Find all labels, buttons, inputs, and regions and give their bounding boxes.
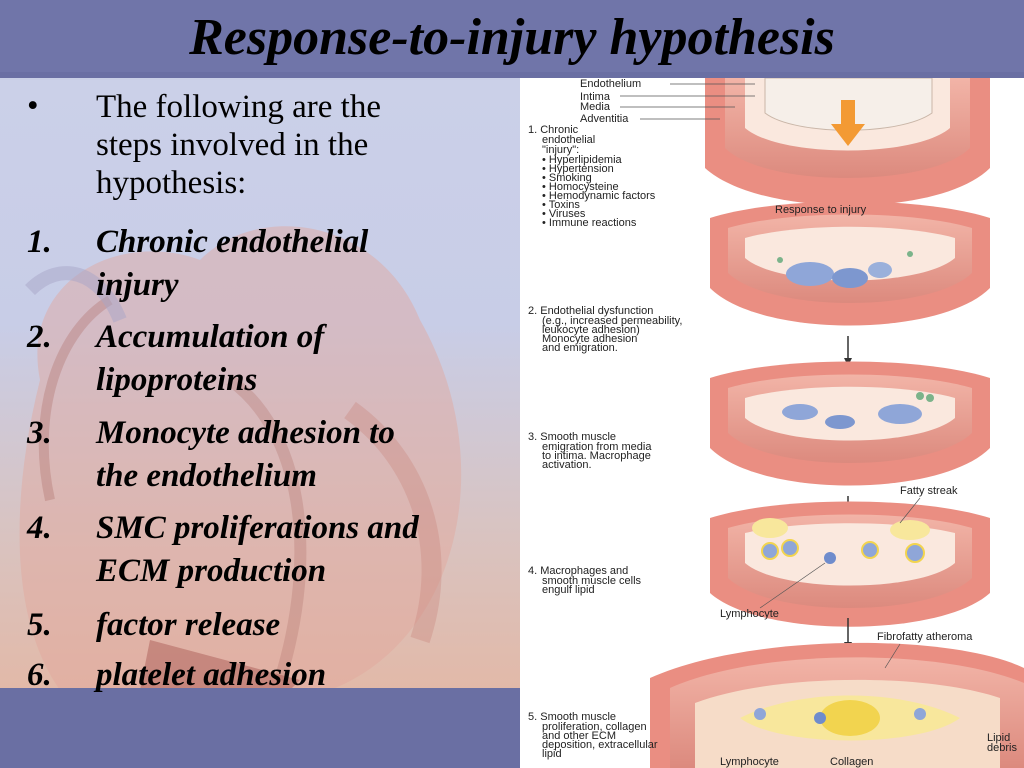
step-number-6: 6.: [27, 657, 52, 693]
stage5-line-5: lipid: [542, 748, 562, 760]
step-number-5: 5.: [27, 607, 52, 643]
vessel-stage-2: [710, 201, 990, 326]
step-1-line-2: injury: [96, 267, 179, 303]
stage4-line-2: smooth muscle cells: [542, 575, 642, 587]
stage1-line-6: • Smoking: [542, 172, 592, 184]
step-2-line-1: Accumulation of: [96, 319, 325, 355]
stage5-line-1: 5. Smooth muscle: [528, 711, 616, 723]
stage3-line-2: emigration from media: [542, 441, 652, 453]
label-endothelium: Endothelium: [580, 78, 641, 90]
stage5-line-4: deposition, extracellular: [542, 739, 658, 751]
step-5-line-1: factor release: [96, 607, 281, 643]
stage2-line-2: (e.g., increased permeability,: [542, 315, 682, 327]
vessel-stage-4: [710, 501, 990, 627]
lipid-debris-label-line-2: debris: [987, 742, 1017, 754]
label-intima: Intima: [580, 91, 611, 103]
atherosclerosis-figure: Endothelium Intima Media Adventitia 1. C…: [520, 77, 1024, 768]
stage2-line-5: and emigration.: [542, 342, 618, 354]
lymphocyte-label-stage5: Lymphocyte: [720, 756, 779, 768]
stage1-line-10: • Viruses: [542, 208, 586, 220]
stage5-line-2: proliferation, collagen: [542, 721, 647, 733]
stage1-line-1: 1. Chronic: [528, 124, 579, 136]
stage3-line-3: to intima. Macrophage: [542, 450, 651, 462]
stage1-line-11: • Immune reactions: [542, 217, 637, 229]
stage1-line-5: • Hypertension: [542, 163, 614, 175]
heart-background-image: [19, 226, 462, 690]
stage1-line-7: • Homocysteine: [542, 181, 619, 193]
step-number-3: 3.: [27, 415, 52, 451]
bullet-marker: •: [27, 88, 39, 124]
slide-title: Response-to-injury hypothesis: [189, 9, 835, 66]
stage1-line-8: • Hemodynamic factors: [542, 190, 656, 202]
injury-arrow-icon: [831, 100, 865, 146]
stage1-line-4: • Hyperlipidemia: [542, 154, 623, 166]
label-media: Media: [580, 101, 611, 113]
vessel-stage-3: [710, 361, 990, 486]
step-1-line-1: Chronic endothelial: [96, 224, 369, 260]
stage3-line-4: activation.: [542, 459, 592, 471]
stage4-line-1: 4. Macrophages and: [528, 565, 628, 577]
stage1-line-3: "injury":: [542, 144, 579, 156]
intro-line-1: The following are the: [96, 89, 381, 125]
response-to-injury-label: Response to injury: [775, 204, 867, 216]
stage2-line-4: Monocyte adhesion: [542, 333, 637, 345]
lipid-debris-label-line-1: Lipid: [987, 732, 1010, 744]
title-bar: [0, 0, 1024, 78]
step-number-4: 4.: [27, 510, 52, 546]
step-2-line-2: lipoproteins: [96, 362, 258, 398]
step-4-line-2: ECM production: [96, 553, 327, 589]
vessel-stage-5: [650, 642, 1024, 768]
intro-line-2: steps involved in the: [96, 127, 369, 163]
intro-line-3: hypothesis:: [96, 165, 247, 201]
step-number-1: 1.: [27, 224, 52, 260]
lymphocyte-label-stage4: Lymphocyte: [720, 608, 779, 620]
stage1-line-9: • Toxins: [542, 199, 580, 211]
step-4-line-1: SMC proliferations and: [96, 510, 419, 546]
label-adventitia: Adventitia: [580, 113, 629, 125]
step-number-2: 2.: [27, 319, 52, 355]
fibrofatty-atheroma-label: Fibrofatty atheroma: [877, 631, 973, 643]
stage4-line-3: engulf lipid: [542, 584, 595, 596]
stage2-line-1: 2. Endothelial dysfunction: [528, 305, 653, 317]
stage3-line-1: 3. Smooth muscle: [528, 431, 616, 443]
stage5-line-3: and other ECM: [542, 730, 616, 742]
step-6-line-1: platelet adhesion: [96, 657, 327, 693]
stage2-line-3: leukocyte adhesion): [542, 324, 640, 336]
fatty-streak-label: Fatty streak: [900, 485, 958, 497]
step-3-line-1: Monocyte adhesion to: [96, 415, 395, 451]
step-3-line-2: the endothelium: [96, 458, 317, 494]
text-panel: [0, 80, 520, 690]
collagen-label: Collagen: [830, 756, 873, 768]
stage1-line-2: endothelial: [542, 134, 595, 146]
bottom-band: [0, 688, 520, 768]
